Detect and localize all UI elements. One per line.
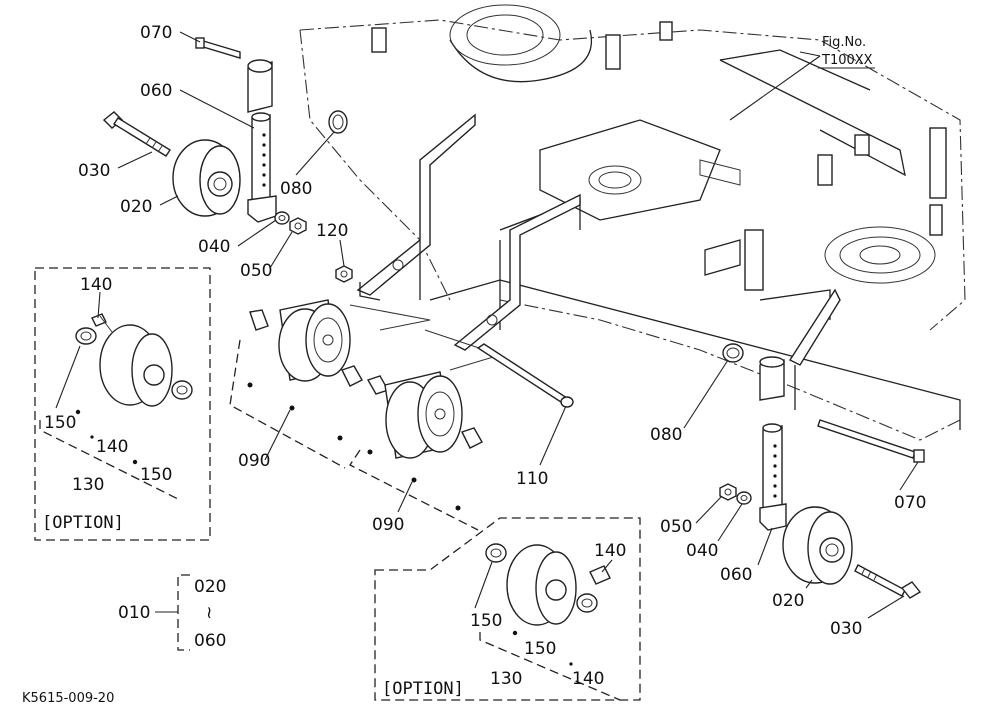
option-box-right (374, 517, 641, 701)
callout-060-left: 060 (140, 81, 172, 101)
wheel-arm-060-right (759, 423, 787, 531)
callout-040-left: 040 (198, 237, 230, 257)
callout-150-option-left-b: 150 (140, 465, 172, 485)
mower-deck (299, 4, 966, 441)
roller-set-upper-090 (247, 299, 390, 441)
roller-bracket-right (424, 193, 581, 371)
roller-shaft-110 (476, 343, 574, 408)
callout-140-option-right-top: 140 (594, 541, 626, 561)
figure-number: Fig.No. T100XX (818, 35, 875, 69)
left-wheel-assembly (102, 37, 353, 283)
callout-120: 120 (316, 221, 348, 241)
nut-050-right (719, 483, 737, 501)
callout-050-right: 050 (660, 517, 692, 537)
callout-030-right: 030 (830, 619, 862, 639)
callout-140-option-right-b: 140 (572, 669, 604, 689)
axle-bolt-030-left (102, 111, 171, 157)
set-ref-010: 010 (118, 603, 150, 623)
bolt-070-left (195, 37, 241, 59)
callout-140-option-left-top: 140 (80, 275, 112, 295)
set-range-010: 010 020 ≀ 060 (118, 577, 226, 651)
callout-labels: 070 060 030 020 080 040 050 120 140 150 … (42, 23, 926, 699)
wheel-020-left (172, 139, 241, 217)
callout-090-upper: 090 (238, 451, 270, 471)
callout-070-right: 070 (894, 493, 926, 513)
bracket-090-lower (349, 449, 479, 531)
callout-150-option-right-a: 150 (470, 611, 502, 631)
wheel-020-right (782, 506, 853, 585)
set-to-060: 060 (194, 631, 226, 651)
callout-030-left: 030 (78, 161, 110, 181)
option-wheel-right (485, 543, 611, 666)
fig-no-label: Fig.No. (822, 35, 866, 50)
callout-090-lower: 090 (372, 515, 404, 535)
roller-set-lower-090 (367, 371, 483, 511)
right-wheel-assembly (719, 343, 925, 599)
callout-060-right: 060 (720, 565, 752, 585)
pivot-sleeve-right (759, 356, 785, 401)
option-label-right: [OPTION] (382, 679, 464, 699)
set-tilde: ≀ (206, 603, 212, 623)
option-label-left: [OPTION] (42, 513, 124, 533)
collar-080-right (722, 343, 744, 363)
nut-120 (335, 265, 353, 283)
axle-bolt-030-right (854, 564, 922, 599)
callout-070-left: 070 (140, 23, 172, 43)
callout-020-left: 020 (120, 197, 152, 217)
option-box-left (34, 267, 211, 541)
callout-050-left: 050 (240, 261, 272, 281)
callout-150-option-right-b: 150 (524, 639, 556, 659)
set-from-020: 020 (194, 577, 226, 597)
bolt-070-right (817, 419, 925, 463)
set-range-bracket (177, 574, 190, 651)
callout-080-right: 080 (650, 425, 682, 445)
drawing-code: K5615-009-20 (22, 691, 114, 706)
callout-040-right: 040 (686, 541, 718, 561)
callout-020-right: 020 (772, 591, 804, 611)
bracket-090-upper (229, 339, 346, 469)
washer-040-left (274, 211, 290, 225)
roller-bracket-left (349, 113, 476, 331)
callout-130-option-left: 130 (72, 475, 104, 495)
callout-110: 110 (516, 469, 548, 489)
callout-150-option-left-a: 150 (44, 413, 76, 433)
callout-080-left: 080 (280, 179, 312, 199)
option-wheel-left (75, 313, 193, 465)
nut-050-left (289, 217, 307, 235)
wheel-arm-060-left (247, 112, 277, 223)
pivot-sleeve-left (247, 59, 273, 113)
collar-080-left (328, 110, 348, 134)
callout-140-option-left-b: 140 (96, 437, 128, 457)
fig-no-value: T100XX (821, 53, 873, 68)
washer-040-right (736, 491, 752, 505)
leader-lines (55, 31, 919, 619)
callout-130-option-right: 130 (490, 669, 522, 689)
wheel-bracket-right (788, 288, 841, 410)
